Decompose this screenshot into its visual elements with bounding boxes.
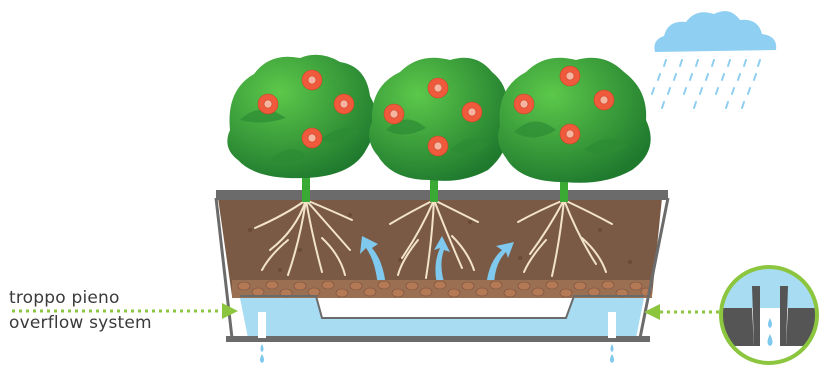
overflow-drops <box>260 344 614 363</box>
plant-left <box>227 55 376 202</box>
label-overflow-system: overflow system <box>9 313 152 333</box>
overflow-hole-left <box>258 312 266 338</box>
label-troppo-pieno: troppo pieno <box>9 288 120 308</box>
rain-cloud-icon <box>652 11 776 108</box>
rain-drops <box>652 60 760 108</box>
overflow-hole-right <box>608 312 616 338</box>
right-pointer-arrow <box>644 304 720 320</box>
overflow-detail-icon <box>720 266 820 365</box>
planter <box>216 190 668 363</box>
